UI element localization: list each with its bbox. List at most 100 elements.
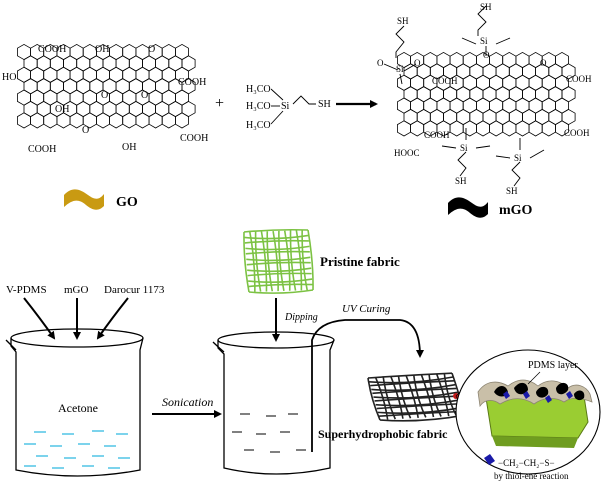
mgo-o-1a: O — [377, 58, 384, 68]
go-group-oh-center: OH — [55, 104, 69, 115]
fabric-thread — [243, 231, 250, 293]
fabric-thread — [367, 377, 381, 421]
silane-methoxy-2: H₃CO — [246, 101, 271, 112]
pristine-fabric — [243, 228, 314, 294]
hexagon-ring — [462, 120, 477, 137]
fabric-thread — [248, 283, 313, 288]
beaker-acetone — [5, 328, 144, 477]
hexagon-ring — [555, 120, 569, 137]
fabric-thread — [246, 256, 311, 262]
fabric-thread — [379, 414, 465, 422]
hexagon-ring — [449, 120, 464, 137]
fabric-thread — [247, 267, 312, 273]
fabric-thread — [246, 261, 311, 266]
mgo-thiol-4: SH — [506, 186, 518, 196]
fabric-thread — [266, 231, 274, 292]
hexagon-ring — [135, 112, 150, 129]
mptms-silane: H₃CO H₃CO H₃CO Si SH — [246, 84, 331, 131]
mgo-legend-swatch — [448, 197, 488, 218]
superhydrophobic-fabric — [367, 372, 465, 422]
hexagon-ring — [475, 120, 491, 137]
hexagon-ring — [56, 112, 71, 129]
silane-methoxy-3: H₃CO — [246, 120, 271, 131]
hexagon-ring — [161, 112, 176, 129]
mgo-si-3: Si — [460, 143, 468, 153]
hexagon-ring — [174, 112, 189, 129]
fabric-thread — [374, 395, 459, 402]
mgo-ketone: O — [540, 58, 547, 68]
hexagon-ring — [396, 120, 412, 137]
mgo-cooh-bottom-right: COOH — [564, 128, 590, 138]
mgo-cooh-right: COOH — [566, 74, 592, 84]
mgo-o-1b: O — [414, 58, 421, 68]
silane-thiol: SH — [318, 99, 331, 110]
fabric-thread — [420, 374, 435, 418]
fabric-thread — [248, 278, 313, 284]
thiol-ene-legend-marker — [484, 454, 495, 465]
acetone-liquid-dashes — [24, 430, 130, 469]
mgo-si-2: Si — [480, 36, 488, 46]
mgo-cooh-bottom-left: HOOC — [394, 148, 420, 158]
fabric-thread — [278, 230, 285, 292]
thiol-ene-formula: −CH₂−CH₂−S− — [498, 458, 555, 468]
go-group-cooh-right: COOH — [178, 77, 206, 88]
mgo-graphene-sheet: SH Si O O SH Si O COOH O COOH COOH HOOC … — [377, 2, 592, 196]
hexagon-ring — [148, 112, 163, 129]
go-group-oh-top: OH — [95, 44, 109, 55]
hexagon-ring — [43, 112, 58, 129]
go-group-o-center: O — [101, 90, 108, 101]
inset-zoom: PDMS layer — [455, 349, 601, 475]
fabric-thread — [249, 231, 256, 292]
fabric-thread — [428, 374, 442, 417]
go-group-oh-bottom: OH — [122, 142, 136, 153]
mgo-legend-label: mGO — [499, 203, 533, 218]
mgo-thiol-3: SH — [455, 176, 467, 186]
thiol-linkers — [503, 391, 573, 403]
fabric-thread — [244, 234, 309, 240]
go-group-cooh-bottom-right: COOH — [180, 133, 208, 144]
fabric-thread — [248, 289, 314, 294]
fabric-thread — [243, 228, 309, 233]
hexagon-ring — [30, 112, 45, 129]
go-group-ho-left: HO — [2, 72, 16, 83]
ingredient-mgo: mGO — [64, 284, 89, 296]
fabric-thread — [260, 231, 268, 292]
hexagon-ring — [515, 120, 530, 137]
fabric-thread — [245, 245, 310, 251]
go-legend-label: GO — [116, 195, 138, 210]
mgo-o-2: O — [483, 50, 490, 60]
hexagon-ring — [109, 112, 124, 129]
acetone-label: Acetone — [58, 401, 98, 415]
fabric-thread — [413, 375, 427, 418]
silane-silicon: Si — [281, 101, 290, 112]
beaker-dispersion — [212, 331, 335, 475]
mgo-si-4: Si — [514, 153, 522, 163]
hexagon-ring — [16, 112, 32, 129]
mgo-cooh-top: COOH — [432, 76, 458, 86]
fabric-thread — [244, 239, 309, 244]
product-label: Superhydrophobic fabric — [318, 427, 448, 441]
fabric-thread — [247, 272, 312, 277]
fabric-thread — [376, 402, 461, 410]
go-legend-swatch — [64, 189, 104, 210]
uv-curing-label: UV Curing — [342, 303, 391, 315]
silane-methoxy-1: H₃CO — [246, 84, 271, 95]
mgo-flakes — [494, 382, 585, 401]
fabric-thread — [307, 229, 314, 291]
fabric-thread — [254, 231, 262, 292]
fabric-thread — [295, 230, 303, 291]
hexagon-ring — [96, 112, 110, 129]
fabric-thread — [375, 399, 460, 407]
fabric-thread — [435, 373, 450, 417]
go-group-cooh-bottom: COOH — [28, 144, 56, 155]
hexagon-ring — [528, 120, 543, 137]
go-group-o-top: O — [148, 44, 155, 55]
hexagon-ring — [541, 120, 556, 137]
fabric-thread — [372, 387, 457, 395]
ingredient-vpdms: V-PDMS — [6, 284, 47, 296]
fabric-thread — [367, 372, 453, 379]
fabric-thread — [245, 250, 310, 255]
hexagon-ring — [489, 120, 504, 137]
fabric-thread — [301, 230, 308, 291]
hexagon-ring — [122, 112, 137, 129]
